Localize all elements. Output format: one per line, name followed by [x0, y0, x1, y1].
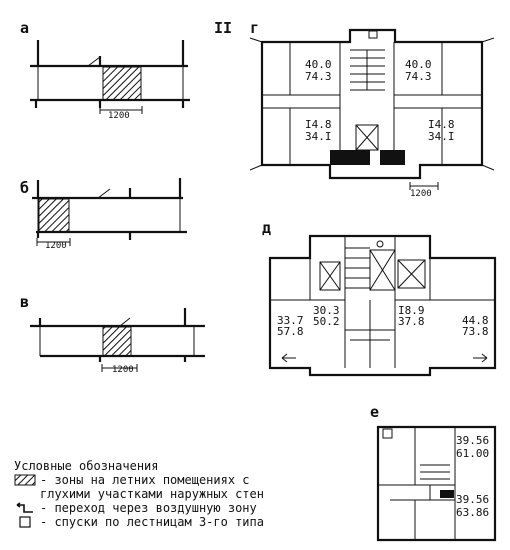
- panel-b: б 1200: [20, 178, 187, 251]
- legend: Условные обозначения - зоны на летних по…: [14, 459, 344, 529]
- legend-item: - зоны на летних помещениях с: [14, 473, 344, 487]
- hatched-zone-icon: [14, 474, 36, 486]
- figure-label: II: [214, 19, 232, 37]
- panel-a: а 1200: [20, 19, 190, 121]
- panel-v-label: в: [20, 293, 29, 311]
- panel-d: д 33.7 57.8 30.3 50.2 I8.9 37.8 44.8 73.…: [262, 219, 497, 377]
- panel-d-label: д: [262, 219, 271, 237]
- area-g-2: 40.0: [405, 58, 432, 71]
- area-g-1-total: 74.3: [305, 70, 332, 83]
- legend-text: - спуски по лестницам 3-го типа: [40, 515, 264, 529]
- hook-arrow-icon: [16, 502, 33, 513]
- area-g-3-total: 34.I: [305, 130, 332, 143]
- area-g-4: I4.8: [428, 118, 455, 131]
- area-d-4-total: 73.8: [462, 325, 489, 338]
- area-d-3: I8.9: [398, 304, 425, 317]
- area-d-2: 30.3: [313, 304, 340, 317]
- legend-item: - спуски по лестницам 3-го типа: [14, 515, 344, 529]
- panel-g-dimension: 1200: [410, 189, 432, 199]
- panel-v: в 1200: [20, 293, 205, 375]
- panel-v-dimension: 1200: [112, 365, 134, 375]
- legend-item: - переход через воздушную зону: [14, 501, 344, 515]
- area-g-1: 40.0: [305, 58, 332, 71]
- area-e-2-total: 63.86: [456, 506, 489, 519]
- area-e-1: 39.56: [456, 434, 489, 447]
- panel-b-label: б: [20, 179, 29, 197]
- area-d-1-total: 57.8: [277, 325, 304, 338]
- area-g-3: I4.8: [305, 118, 332, 131]
- area-g-4-total: 34.I: [428, 130, 455, 143]
- area-e-2: 39.56: [456, 493, 489, 506]
- area-d-3-total: 37.8: [398, 315, 425, 328]
- legend-text: - зоны на летних помещениях с: [40, 473, 250, 487]
- area-d-1: 33.7: [277, 314, 304, 327]
- panel-g-label: г: [250, 19, 259, 37]
- legend-spacer: [14, 488, 36, 500]
- area-e-1-total: 61.00: [456, 447, 489, 460]
- area-g-2-total: 74.3: [405, 70, 432, 83]
- panel-e-label: е: [370, 403, 379, 421]
- panel-e: е 39.56 61.00 39.56 63.86: [370, 403, 497, 542]
- panel-a-dimension: 1200: [108, 111, 130, 121]
- legend-title: Условные обозначения: [14, 459, 159, 473]
- square-icon: [19, 516, 31, 528]
- panel-g: г 1200 40.0 74.3 40.0 74.3 I4.8 34.I I4.…: [249, 19, 495, 199]
- panel-a-label: а: [20, 19, 29, 37]
- area-d-4: 44.8: [462, 314, 489, 327]
- legend-text: глухими участками наружных стен: [40, 487, 264, 501]
- panel-b-dimension: 1200: [45, 241, 67, 251]
- legend-text: - переход через воздушную зону: [40, 501, 257, 515]
- area-d-2-total: 50.2: [313, 315, 340, 328]
- legend-item: глухими участками наружных стен: [14, 487, 344, 501]
